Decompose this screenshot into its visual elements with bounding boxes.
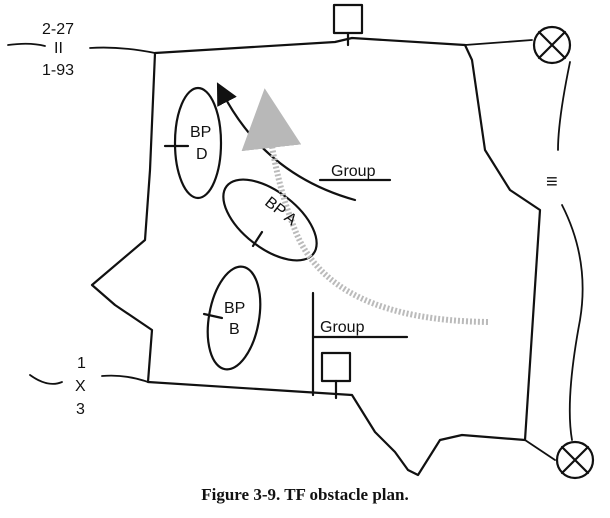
observation-post-bottom (320, 351, 352, 383)
figure-caption: Figure 3-9. TF obstacle plan. (201, 485, 408, 504)
battle-position-b-tick (202, 312, 224, 320)
unit-left-mid-label: X (75, 378, 86, 395)
unit-top-symbol: II (54, 40, 63, 57)
bp-b-label-1: BP (224, 300, 245, 317)
battle-position-b (206, 265, 262, 371)
group-lower-label: Group (320, 319, 365, 336)
counterattack-arrow (216, 82, 357, 202)
bp-d-label-2: D (196, 146, 208, 163)
battle-position-d (173, 86, 223, 200)
unit-boundary-left (29, 374, 63, 385)
sector-boundary (90, 36, 542, 477)
observation-post-top (332, 3, 364, 35)
boundary-line-top-right (464, 39, 533, 46)
obstacle-symbol-label: ≡ (546, 171, 558, 193)
unit-boundary-left-right (101, 374, 149, 383)
point-obstacle-top-right (532, 25, 572, 65)
obstacle-line-bottom (524, 439, 556, 461)
point-obstacle-bottom-right (555, 440, 595, 480)
unit-top-label: 2-27 (42, 21, 74, 38)
group-upper-label: Group (331, 163, 376, 180)
bp-b-label-2: B (229, 321, 240, 338)
unit-boundary-top-right (89, 46, 156, 54)
bp-d-label-1: BP (190, 124, 211, 141)
battle-position-a-tick (251, 230, 264, 248)
enemy-axis-arrow (241, 88, 489, 325)
battle-position-a (222, 178, 318, 262)
unit-left-bottom-label: 3 (76, 401, 85, 418)
unit-top-sub-label: 1-93 (42, 62, 74, 79)
unit-left-top-label: 1 (77, 355, 86, 372)
obstacle-line-right (557, 61, 571, 151)
unit-boundary-top (7, 42, 46, 47)
obstacle-line-right-lower (561, 204, 584, 441)
